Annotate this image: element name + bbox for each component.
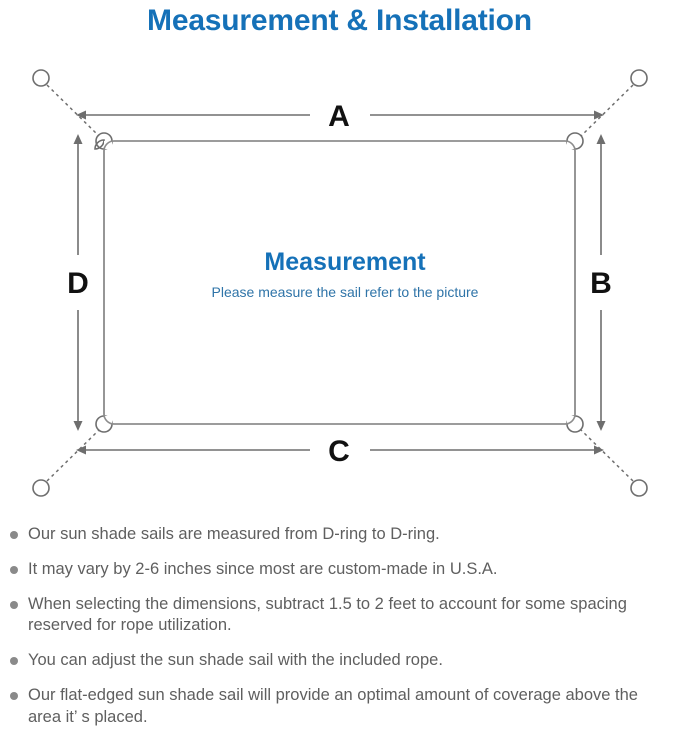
diagram-center-heading: Measurement: [264, 248, 426, 276]
rope-bottom-right: [580, 429, 634, 482]
bullet-icon: [10, 565, 18, 574]
bullet-icon: [10, 600, 18, 609]
dimension-label-c: C: [328, 435, 350, 468]
anchor-ring-bottom-left: [32, 479, 50, 497]
sun-shade-sail-measurement-diagram: A C D B Measurement Please measure the s…: [0, 52, 679, 512]
dimension-label-b: B: [590, 267, 612, 300]
d-ring-mask-tl: [104, 141, 112, 149]
dimension-label-a: A: [328, 100, 350, 133]
page-title: Measurement & Installation: [147, 4, 532, 37]
bullet-icon: [10, 657, 18, 666]
list-item: It may vary by 2-6 inches since most are…: [0, 559, 679, 581]
note-text: When selecting the dimensions, subtract …: [28, 594, 627, 635]
note-text: Our sun shade sails are measured from D-…: [28, 525, 440, 543]
d-ring-mask-bl: [104, 416, 112, 424]
note-text: You can adjust the sun shade sail with t…: [28, 651, 443, 670]
d-ring-mask-tr: [567, 141, 575, 149]
diagram-center-subheading: Please measure the sail refer to the pic…: [212, 284, 479, 300]
note-text: It may vary by 2-6 inches since most are…: [28, 559, 498, 578]
sail-body: [103, 140, 576, 425]
bullet-icon: [10, 691, 18, 700]
d-ring-mask-br: [567, 416, 575, 424]
rope-bottom-left: [46, 429, 100, 482]
notes-list: Our sun shade sails are measured from D-…: [0, 524, 679, 741]
sail-body-outline-redraw: [103, 140, 576, 425]
rope-top-right: [580, 84, 634, 137]
anchor-ring-top-left: [32, 69, 50, 87]
anchor-ring-top-right: [630, 69, 648, 87]
anchor-ring-bottom-right: [630, 479, 648, 497]
list-item: Our flat-edged sun shade sail will provi…: [0, 685, 679, 729]
note-text: Our flat-edged sun shade sail will provi…: [28, 685, 638, 726]
dimension-label-d: D: [67, 267, 89, 300]
bullet-icon: [10, 531, 18, 539]
list-item: Our sun shade sails are measured from D-…: [0, 524, 679, 546]
rope-top-left: [46, 84, 100, 137]
list-item: You can adjust the sun shade sail with t…: [0, 650, 679, 672]
list-item: When selecting the dimensions, subtract …: [0, 594, 679, 638]
